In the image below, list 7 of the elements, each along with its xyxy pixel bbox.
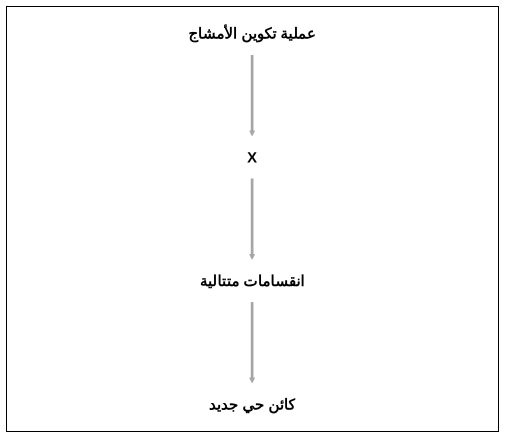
node-text: X xyxy=(248,148,258,166)
arrow xyxy=(250,302,256,384)
arrow xyxy=(250,178,256,260)
arrow xyxy=(250,54,256,136)
node-text: كائن حي جديد xyxy=(209,396,296,413)
node-text: انقسامات متتالية xyxy=(200,272,305,290)
node-text: عملية تكوين الأمشاج xyxy=(188,25,316,42)
